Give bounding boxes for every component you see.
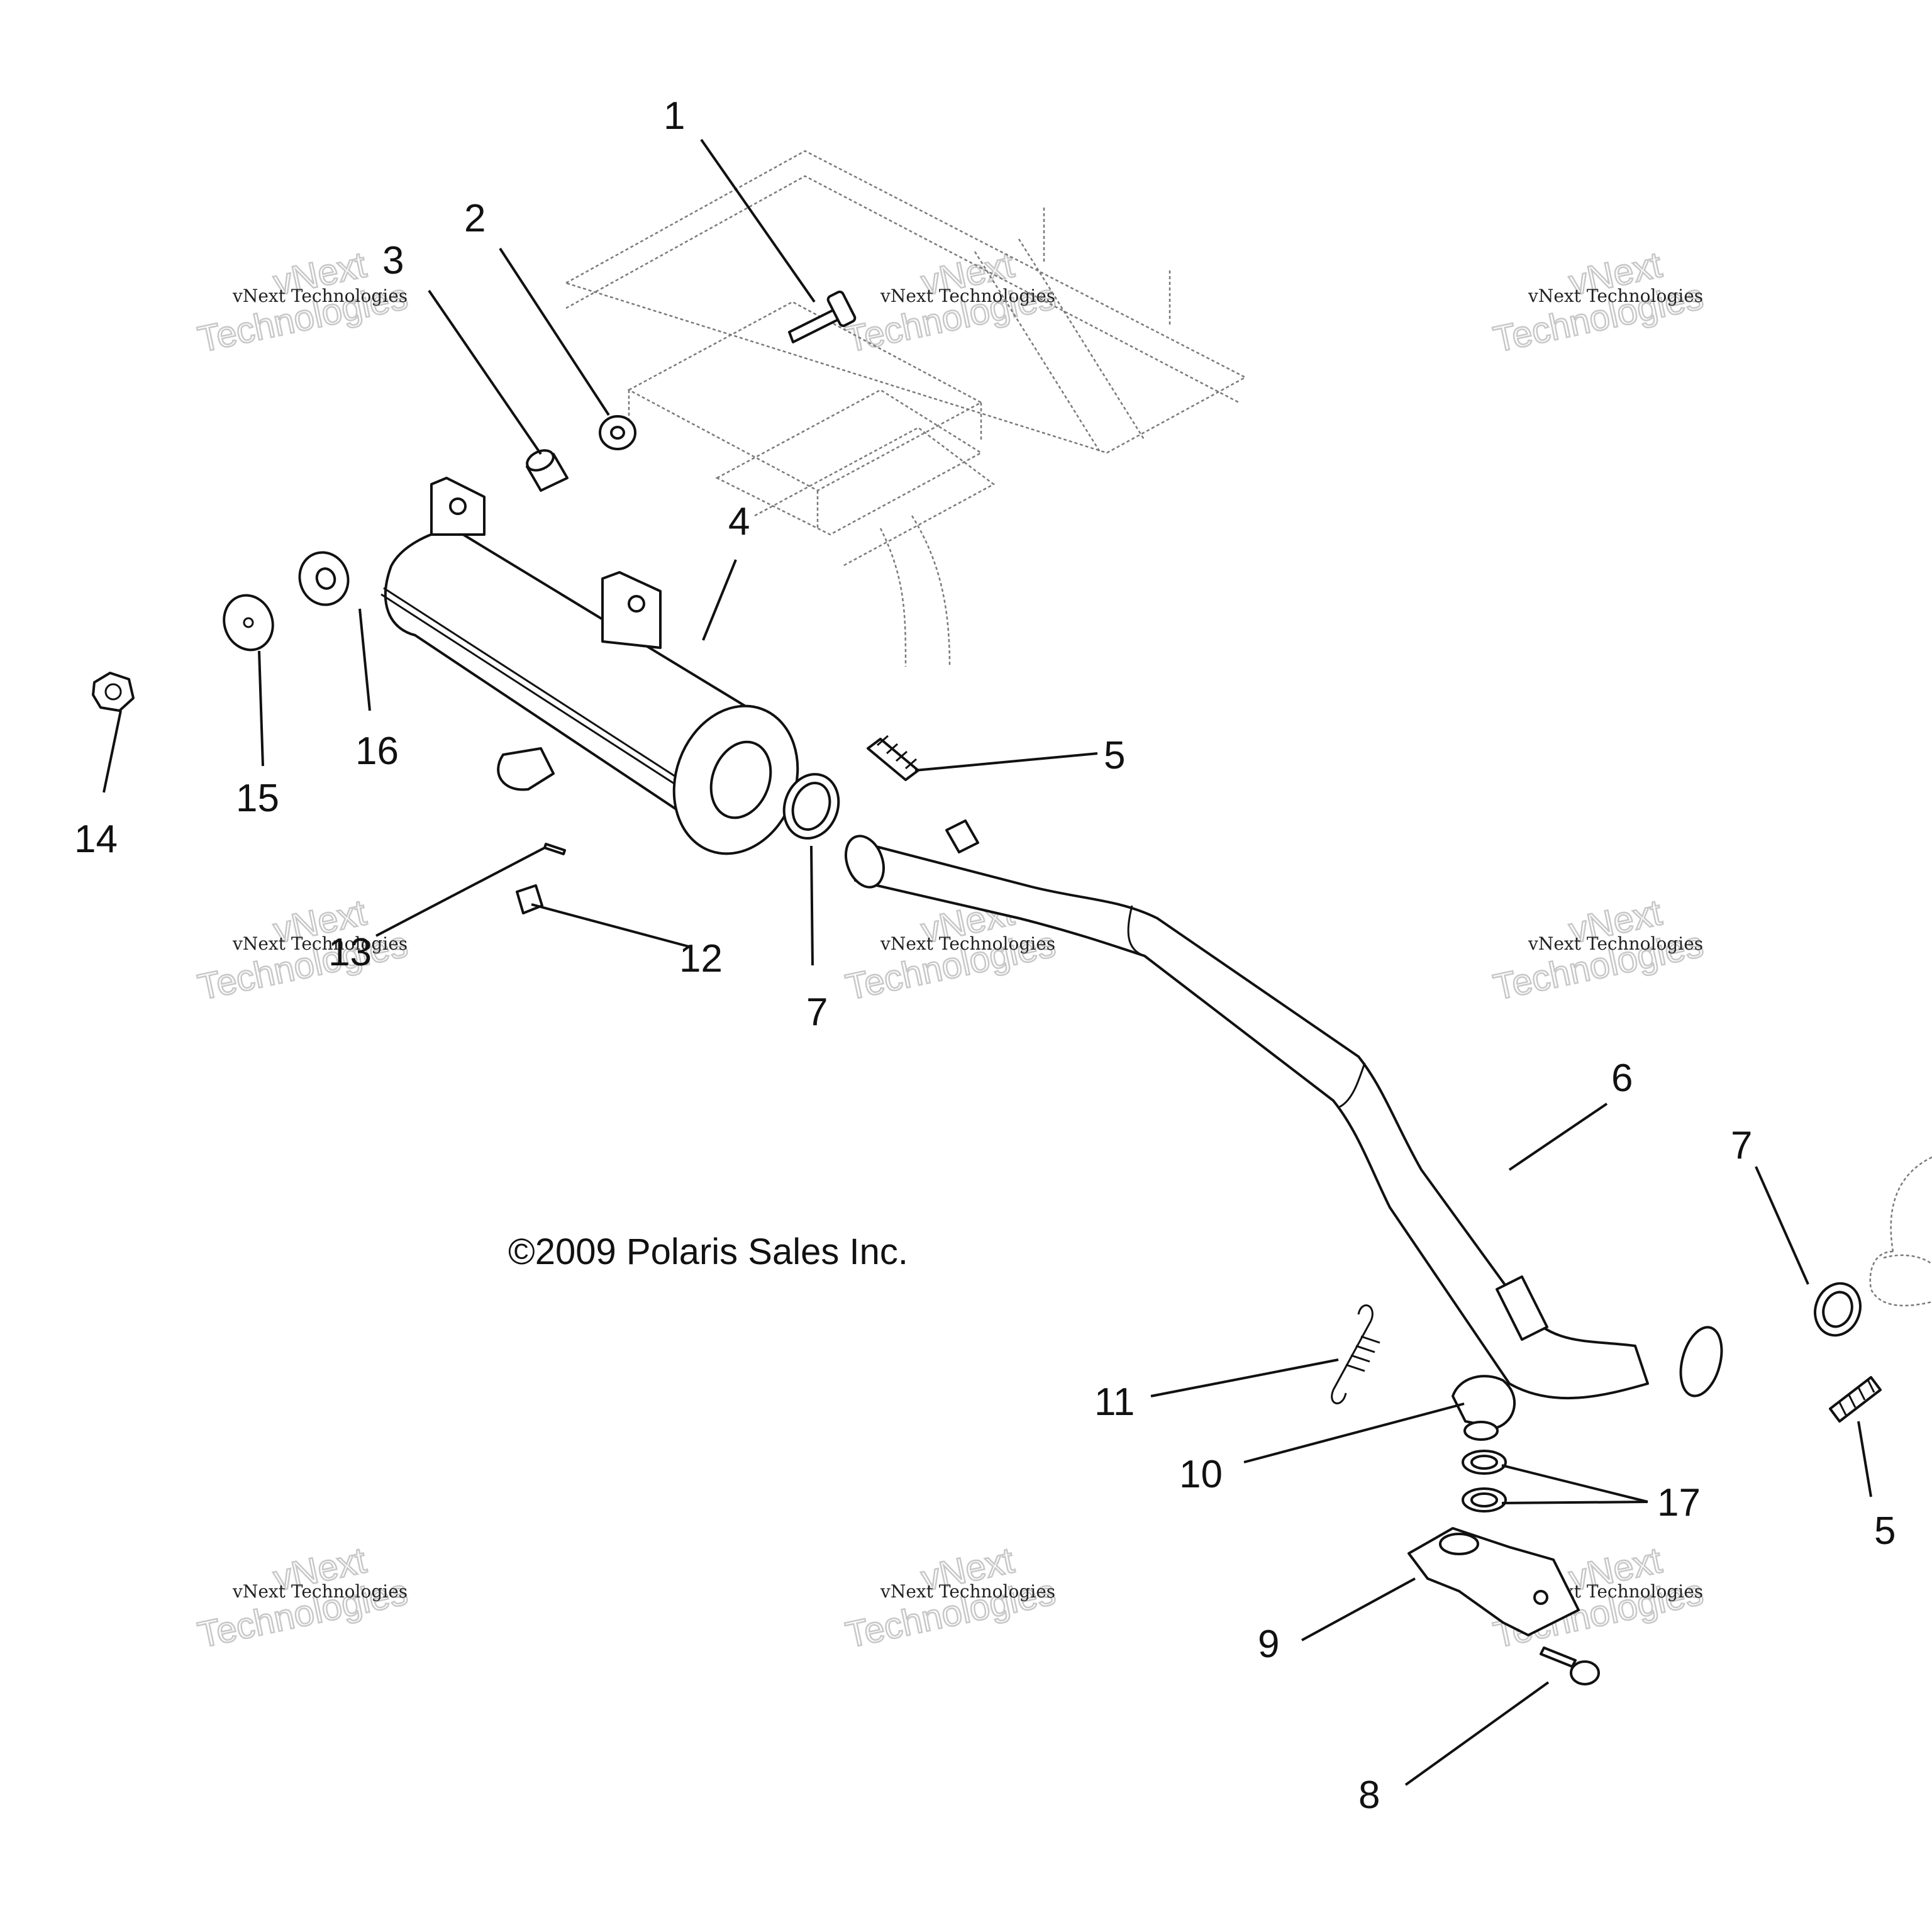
watermark: vNext Technologies vNext Technologies [194,1539,412,1657]
svg-text:vNext Technologies: vNext Technologies [232,1581,408,1602]
frame-phantom [564,150,1247,667]
callout-12: 12 [679,937,723,980]
clip-icon [516,884,543,914]
svg-text:vNext Technologies: vNext Technologies [880,1581,1055,1602]
grommet-icon [298,551,350,606]
svg-text:vNext Technologies: vNext Technologies [880,933,1055,954]
callout-7: 7 [1731,1124,1752,1167]
leader-lines [103,138,1872,1786]
callout-labels: 1 2 3 4 5 6 7 7 5 8 9 10 11 12 13 14 15 … [74,94,1896,1817]
bolt-icon [788,291,857,343]
copyright-text: ©2009 Polaris Sales Inc. [508,1231,908,1272]
watermark: vNext Technologies vNext Technologies [841,243,1060,361]
callout-13: 13 [328,931,372,974]
callout-17: 17 [1657,1481,1701,1524]
callout-5: 5 [1874,1509,1896,1553]
callout-6: 6 [1611,1057,1633,1100]
svg-text:vNext Technologies: vNext Technologies [232,286,408,306]
bushing-icon [599,415,636,450]
pin-icon [543,843,566,855]
spacer-icon [526,449,569,492]
spring-icon [1829,1376,1882,1423]
spring-icon [867,735,919,781]
muffler-icon [380,477,799,855]
watermark: vNext Technologies vNext Technologies [194,243,412,361]
callout-16: 16 [355,730,399,773]
callout-1: 1 [663,94,685,138]
washer-icon [1462,1487,1507,1513]
callout-2: 2 [464,197,486,240]
watermark: vNext Technologies vNext Technologies [194,891,412,1009]
callout-9: 9 [1258,1623,1279,1666]
callout-4: 4 [728,500,750,543]
nut-icon [92,672,135,712]
callout-5: 5 [1104,734,1125,777]
callout-7: 7 [806,991,828,1034]
washer-icon [223,594,274,652]
svg-text:vNext Technologies: vNext Technologies [232,933,408,954]
watermark: vNext Technologies vNext Technologies [841,1539,1060,1657]
engine-outline [1869,1156,1932,1307]
gasket-icon [1814,1282,1862,1337]
watermark-group: vNext Technologies vNext Technologies vN… [194,243,1707,1657]
svg-text:vNext Technologies: vNext Technologies [880,286,1055,306]
callout-10: 10 [1179,1453,1223,1496]
head-pipe-icon [845,819,1723,1400]
callout-11: 11 [1094,1380,1135,1424]
svg-text:vNext Technologies: vNext Technologies [1528,286,1703,306]
svg-text:vNext Technologies: vNext Technologies [1528,933,1703,954]
washer-icon [1462,1450,1507,1475]
spring-icon [1331,1304,1380,1404]
bracket-icon [1407,1527,1580,1636]
callout-8: 8 [1358,1774,1380,1817]
watermark: vNext Technologies vNext Technologies [1489,243,1707,361]
gasket-icon [782,773,840,840]
watermark: vNext Technologies vNext Technologies [1489,891,1707,1009]
callout-14: 14 [74,818,118,861]
callout-3: 3 [382,239,404,282]
callout-15: 15 [236,777,279,820]
bolt-icon [1540,1646,1600,1685]
spark-arrestor-icon [1452,1375,1516,1441]
